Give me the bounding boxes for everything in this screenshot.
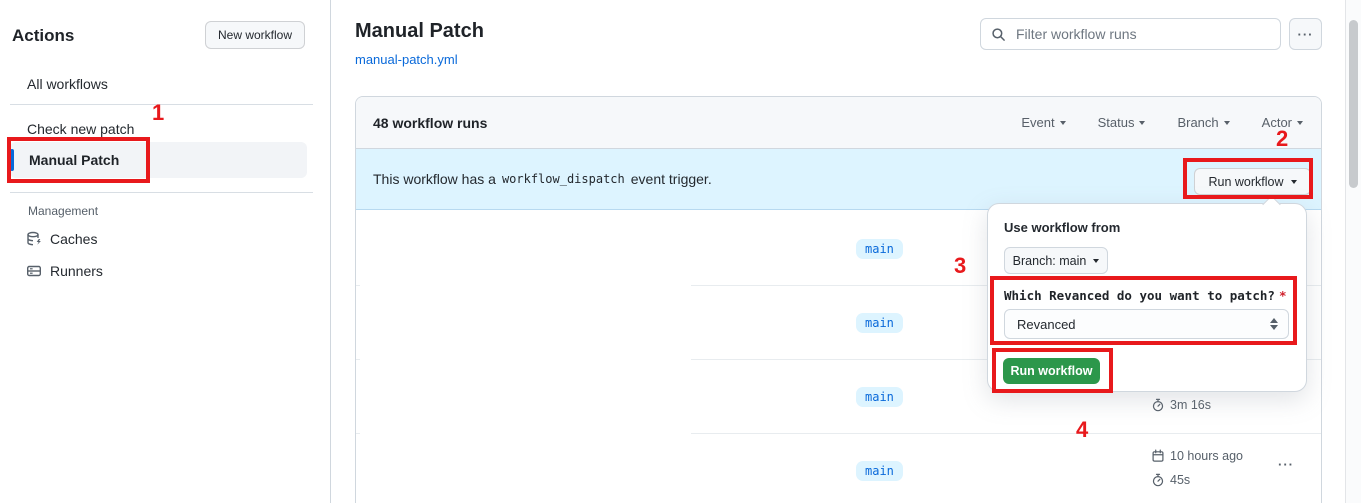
chevron-down-icon [1223,120,1230,125]
run-duration: 3m 16s [1151,398,1211,412]
filter-runs-search[interactable] [980,18,1281,50]
run-duration: 45s [1151,473,1190,487]
workflow-dispatch-banner: This workflow has a workflow_dispatch ev… [356,149,1321,210]
row-divider [691,433,1321,434]
sidebar-divider [10,104,313,105]
stopwatch-icon [1152,473,1164,487]
runs-filters: Event Status Branch Actor [1021,115,1303,130]
filter-event[interactable]: Event [1021,115,1066,130]
new-workflow-button[interactable]: New workflow [205,21,305,49]
sidebar-item-caches-label: Caches [50,231,98,247]
run-workflow-panel: Use workflow from Branch: main Which Rev… [987,203,1307,392]
sidebar-item-caches[interactable]: Caches [26,231,97,247]
banner-text: This workflow has a [373,171,496,187]
runs-table-header: 48 workflow runs Event Status Branch Act… [356,97,1321,149]
branch-select-button[interactable]: Branch: main [1004,247,1108,274]
scrollbar-thumb[interactable] [1349,20,1358,188]
sidebar-item-all-workflows[interactable]: All workflows [27,76,108,92]
runners-icon [27,265,42,277]
row-divider [356,285,360,286]
sidebar-item-runners-label: Runners [50,263,103,279]
kebab-menu-button[interactable]: ··· [1289,18,1322,50]
stopwatch-icon [1152,398,1164,412]
actions-sidebar: Actions New workflow All workflows Check… [0,0,331,503]
use-workflow-from-label: Use workflow from [1004,220,1121,235]
page-title: Manual Patch [355,20,484,42]
sidebar-title: Actions [12,26,75,45]
search-icon [992,27,1005,41]
revanced-select[interactable]: Revanced [1004,309,1289,339]
cache-icon [27,231,41,246]
banner-code: workflow_dispatch [501,172,625,186]
run-time: 10 hours ago [1151,449,1243,463]
chevron-down-icon [1059,120,1066,125]
workflow-file-link[interactable]: manual-patch.yml [355,52,458,67]
selected-item-accent-bar [10,149,14,171]
branch-badge[interactable]: main [856,387,903,407]
sidebar-item-runners[interactable]: Runners [26,263,103,279]
row-kebab-menu[interactable]: ··· [1278,457,1294,472]
sidebar-item-check-new-patch[interactable]: Check new patch [27,121,135,137]
banner-text: event trigger. [630,171,712,187]
runs-count: 48 workflow runs [373,114,488,131]
chevron-down-icon [1093,258,1100,263]
run-workflow-dropdown-button[interactable]: Run workflow [1194,168,1311,195]
filter-actor[interactable]: Actor [1262,115,1303,130]
chevron-down-icon [1290,179,1297,184]
chevron-down-icon [1139,120,1146,125]
run-workflow-submit-button[interactable]: Run workflow [1003,358,1100,384]
sidebar-item-manual-patch-label[interactable]: Manual Patch [29,152,120,168]
branch-badge[interactable]: main [856,313,903,333]
sidebar-item-manual-patch[interactable] [10,142,307,178]
management-section-label: Management [28,204,99,218]
calendar-icon [1152,449,1164,462]
branch-badge[interactable]: main [856,239,903,259]
updown-icon [1270,318,1278,330]
filter-branch[interactable]: Branch [1177,115,1230,130]
sidebar-divider [10,192,313,193]
workflow-input-label: Which Revanced do you want to patch?* [1004,288,1287,303]
branch-badge[interactable]: main [856,461,903,481]
filter-status[interactable]: Status [1098,115,1146,130]
row-divider [356,433,360,434]
search-input[interactable] [1014,25,1270,43]
chevron-down-icon [1297,120,1303,125]
row-divider [356,359,360,360]
required-asterisk: * [1278,288,1287,303]
